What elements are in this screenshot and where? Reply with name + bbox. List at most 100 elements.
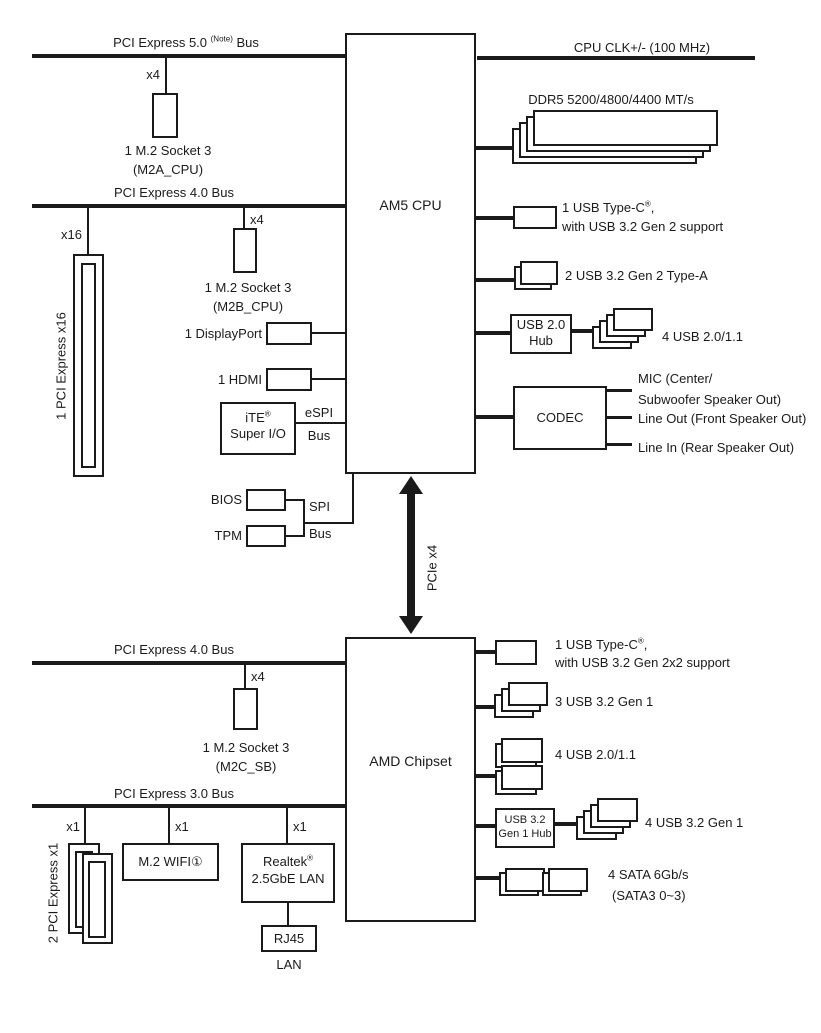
- x1-lanes-label-wifi: x1: [175, 819, 189, 834]
- chipset-usb32gen1-line: [476, 705, 499, 709]
- espi-bus-label: Bus: [307, 428, 331, 443]
- arrow-shaft: [407, 492, 415, 618]
- tpm-box: [246, 525, 286, 547]
- hdmi-line: [312, 378, 345, 380]
- x1-lanes-label-lan: x1: [293, 819, 307, 834]
- realtek-reg-mark: ®: [307, 853, 313, 863]
- lan-controller-box: [241, 843, 335, 903]
- chipset-usb20-label: 4 USB 2.0/1.1: [555, 747, 636, 762]
- pcie5-note-superscript: (Note): [210, 34, 233, 44]
- pcie-x16-slot-label: 1 PCI Express x16: [53, 312, 69, 420]
- spi-bracket-line: [303, 499, 305, 537]
- pcie-x1-slots-label: 2 PCI Express x1: [45, 842, 61, 944]
- codec-line: [476, 415, 513, 419]
- chipset-usb20-line: [476, 774, 497, 778]
- pcie4-upper-bus-label: PCI Express 4.0 Bus: [114, 185, 234, 200]
- pcie5-bus-label: PCI Express 5.0 (Note) Bus: [113, 34, 259, 50]
- espi-line: [296, 422, 345, 424]
- typec-reg-mark: ®: [644, 199, 651, 209]
- cpu-typec-line: [476, 216, 513, 220]
- m2-wifi-label: M.2 WIFI①: [138, 854, 203, 869]
- ddr5-label: DDR5 5200/4800/4400 MT/s: [528, 92, 694, 107]
- usb32-hub-out-line: [555, 822, 582, 826]
- displayport-label: 1 DisplayPort: [184, 326, 262, 341]
- m2c-drop-line: [244, 665, 246, 688]
- cpu-typec-label-line1: 1 USB Type-C®,: [562, 199, 655, 215]
- lineout-label: Line Out (Front Speaker Out): [638, 411, 807, 426]
- m2a-caption: 1 M.2 Socket 3 (M2A_CPU): [124, 143, 212, 177]
- chipset-typec-box: [495, 640, 537, 665]
- bios-stub-line: [286, 499, 303, 501]
- typec2-reg-mark: ®: [637, 636, 644, 646]
- pcie3-bus-line: [32, 804, 345, 808]
- m2a-lanes-label: x4: [146, 67, 160, 82]
- lineout-line: [607, 416, 632, 419]
- hdmi-label: 1 HDMI: [217, 372, 262, 387]
- displayport-box: [266, 322, 312, 345]
- cpu-clk-line: [477, 56, 755, 60]
- cpu-typec-box: [513, 206, 557, 229]
- cpu-typec-label-line2: with USB 3.2 Gen 2 support: [562, 219, 724, 234]
- usb32-hub-box: [495, 808, 555, 848]
- x16-drop-line: [87, 208, 89, 254]
- x1-drop-line-slots: [84, 808, 86, 843]
- cpu-block: [345, 33, 476, 474]
- usb-port-rect: [520, 261, 558, 285]
- codec-box: [513, 386, 607, 450]
- spi-bus-label: Bus: [309, 526, 332, 541]
- pcie-x16-slot-inner: [81, 263, 96, 468]
- pcie-x1-slot-inner: [88, 861, 106, 938]
- m2b-socket-box: [233, 228, 257, 273]
- bios-box: [246, 489, 286, 511]
- cpu-block-label: AM5 CPU: [379, 197, 442, 213]
- ddr5-line: [476, 146, 512, 150]
- bios-label: BIOS: [210, 492, 242, 507]
- displayport-line: [312, 332, 345, 334]
- ite-reg-mark: ®: [264, 409, 271, 419]
- lan-port-label: LAN: [276, 957, 302, 972]
- rj45-label: RJ45: [273, 931, 305, 946]
- usb20-hub-text: USB 2.0 Hub: [516, 317, 566, 348]
- hdmi-box: [266, 368, 312, 391]
- m2b-drop-line: [243, 208, 245, 228]
- sata-port-rect: [548, 868, 588, 892]
- linein-label: Line In (Rear Speaker Out): [638, 440, 795, 455]
- pcie3-bus-label: PCI Express 3.0 Bus: [114, 786, 234, 801]
- m2c-socket-box: [233, 688, 258, 730]
- m2b-caption: 1 M.2 Socket 3 (M2B_CPU): [204, 280, 292, 314]
- sata-label-line2: (SATA3 0~3): [612, 888, 686, 903]
- super-io-text: iTE® Super I/O: [230, 409, 286, 441]
- m2a-drop-line: [165, 58, 167, 94]
- usb-port-rect: [501, 738, 543, 763]
- lan-controller-text: Realtek® 2.5GbE LAN: [251, 853, 325, 886]
- m2a-socket-box: [152, 93, 178, 138]
- usb-port-rect: [613, 308, 653, 331]
- tpm-label: TPM: [214, 528, 242, 543]
- usb32-hub-text: USB 3.2 Gen 1 Hub: [498, 814, 552, 840]
- arrow-up-head: [399, 476, 423, 494]
- chipset-typec-line: [476, 650, 495, 654]
- chipset-typec-label-line1: 1 USB Type-C®,: [555, 636, 648, 652]
- rj45-line: [287, 903, 289, 925]
- cpu-usb32gen2-label: 2 USB 3.2 Gen 2 Type-A: [565, 268, 708, 283]
- x1-drop-line-lan: [286, 808, 288, 843]
- x1-lanes-label-slots: x1: [66, 819, 80, 834]
- arrow-down-head: [399, 616, 423, 634]
- cpu-usb20-label: 4 USB 2.0/1.1: [662, 329, 743, 344]
- espi-label: eSPI: [304, 405, 334, 420]
- pcie4-lower-bus-line: [32, 661, 345, 665]
- pcie4-lower-bus-label: PCI Express 4.0 Bus: [114, 642, 234, 657]
- x1-drop-line-wifi: [168, 808, 170, 843]
- dimm-rect: [533, 110, 718, 146]
- usb-port-rect: [597, 798, 638, 822]
- chipset-usbhub-line: [476, 824, 495, 828]
- m2-wifi-box: [122, 843, 219, 881]
- pcie5-bus-line: [32, 54, 345, 58]
- m2c-caption: 1 M.2 Socket 3 (M2C_SB): [202, 740, 290, 774]
- chipset-usb32gen1-quad-label: 4 USB 3.2 Gen 1: [645, 815, 744, 830]
- mic-label-line2: Subwoofer Speaker Out): [638, 392, 782, 407]
- x16-lanes-label: x16: [61, 227, 82, 242]
- cpu-usbhub-line: [476, 331, 510, 335]
- usb20-hub-box: [510, 314, 572, 354]
